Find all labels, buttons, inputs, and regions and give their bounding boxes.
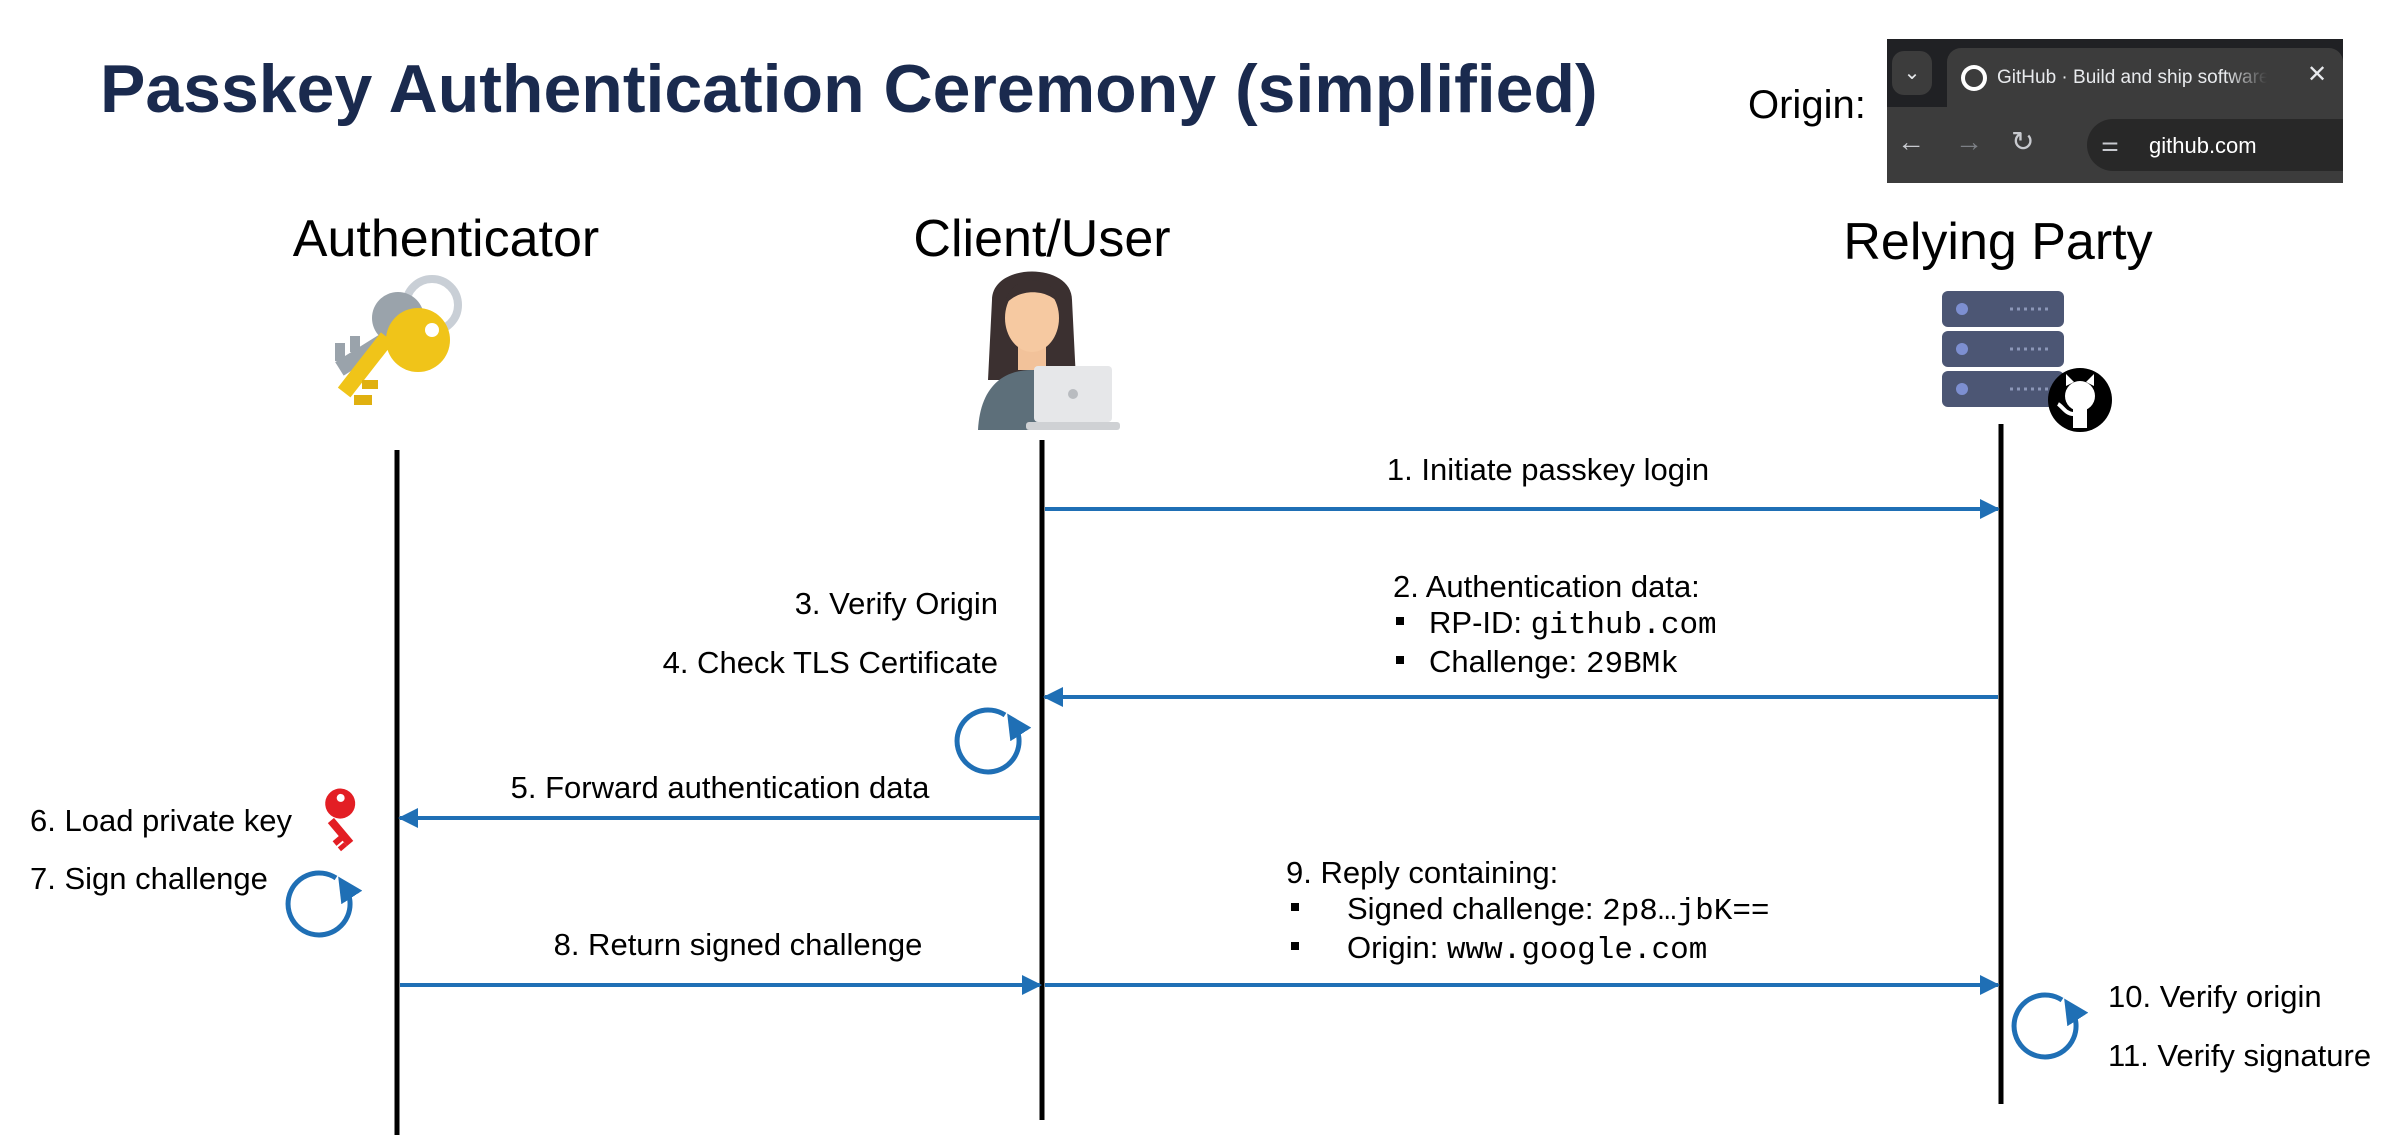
- step-5-label: 5. Forward authentication data: [511, 770, 931, 805]
- browser-toolbar: ← → ↻ ⚌ github.com: [1887, 107, 2343, 183]
- step-1-label: 1. Initiate passkey login: [1387, 452, 1709, 487]
- keys-icon: [335, 275, 462, 405]
- bullet: [1396, 656, 1404, 664]
- origin-label: Origin:: [1748, 83, 1866, 127]
- forward-arrow-icon[interactable]: →: [1955, 126, 1983, 157]
- step-9-signed-challenge: Signed challenge: 2p8…jbK==: [1347, 891, 1770, 929]
- step-7-label: 7. Sign challenge: [30, 861, 268, 896]
- browser-window: ⌄ GitHub · Build and ship software ✕ ← →…: [1887, 39, 2343, 183]
- process-cycle-icon: [954, 707, 1032, 775]
- github-logo-icon: [2048, 368, 2112, 432]
- step-2-challenge: Challenge: 29BMk: [1429, 644, 1679, 682]
- step-2-rpid: RP-ID: github.com: [1429, 605, 1717, 643]
- actor-relying-party: Relying Party: [1843, 213, 2152, 271]
- tab-title: GitHub · Build and ship software: [1997, 67, 2267, 88]
- server-icon: [1942, 291, 2064, 407]
- github-favicon-icon: [1961, 65, 1987, 91]
- bullet: [1291, 903, 1299, 911]
- bullet: [1291, 942, 1299, 950]
- site-info-icon[interactable]: ⚌: [2101, 134, 2119, 156]
- step-2-heading: 2. Authentication data:: [1393, 569, 1700, 604]
- actor-authenticator: Authenticator: [293, 210, 599, 268]
- user-with-laptop-icon: [978, 271, 1120, 430]
- step-11-label: 11. Verify signature: [2108, 1038, 2371, 1073]
- step-9-origin: Origin: www.google.com: [1347, 930, 1707, 968]
- address-bar[interactable]: ⚌ github.com: [2087, 119, 2343, 171]
- back-arrow-icon[interactable]: ←: [1897, 126, 1925, 157]
- page-title: Passkey Authentication Ceremony (simplif…: [100, 51, 1598, 127]
- reload-icon[interactable]: ↻: [2011, 126, 2035, 157]
- tab-strip: ⌄ GitHub · Build and ship software ✕: [1887, 39, 2343, 107]
- step-3-label: 3. Verify Origin: [795, 586, 998, 621]
- step-6-label: 6. Load private key: [30, 803, 292, 838]
- chevron-down-icon[interactable]: ⌄: [1892, 51, 1932, 95]
- bullet: [1396, 617, 1404, 625]
- close-icon[interactable]: ✕: [2307, 61, 2328, 88]
- process-cycle-icon: [285, 870, 363, 938]
- actor-client: Client/User: [913, 210, 1170, 268]
- step-4-label: 4. Check TLS Certificate: [663, 645, 998, 680]
- step-9-heading: 9. Reply containing:: [1286, 855, 1558, 890]
- process-cycle-icon: [2011, 992, 2089, 1060]
- url-text: github.com: [2149, 133, 2257, 158]
- browser-tab[interactable]: GitHub · Build and ship software ✕: [1947, 48, 2343, 107]
- step-8-label: 8. Return signed challenge: [554, 927, 923, 962]
- red-key-icon: [325, 788, 356, 852]
- step-10-label: 10. Verify origin: [2108, 979, 2322, 1014]
